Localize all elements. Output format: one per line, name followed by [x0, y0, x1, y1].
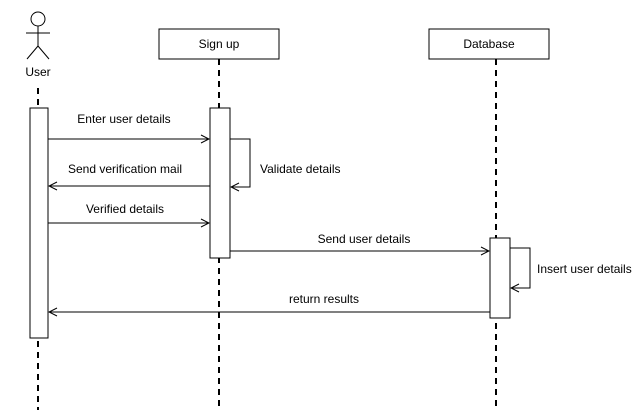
send-user-details-label: Send user details [318, 232, 411, 246]
signup-activation-bar [209, 107, 231, 259]
validate-details-arrow [230, 138, 251, 187]
user-activation-bar [29, 107, 49, 339]
database-participant-label: Database [463, 37, 515, 51]
validate-details-label: Validate details [260, 162, 341, 176]
user-actor-label: User [25, 65, 50, 79]
database-participant-box [428, 28, 550, 60]
enter-user-details-label: Enter user details [77, 112, 170, 126]
database-activation-bar [489, 237, 511, 319]
signup-participant-label: Sign up [199, 37, 240, 51]
user-actor-icon [26, 11, 50, 60]
return-results-label: return results [289, 292, 359, 306]
signup-participant-box [158, 28, 280, 60]
insert-user-details-label: Insert user details [537, 262, 632, 276]
verified-details-label: Verified details [86, 202, 164, 216]
send-verification-mail-label: Send verification mail [68, 162, 182, 176]
insert-user-details-arrow [510, 247, 531, 288]
